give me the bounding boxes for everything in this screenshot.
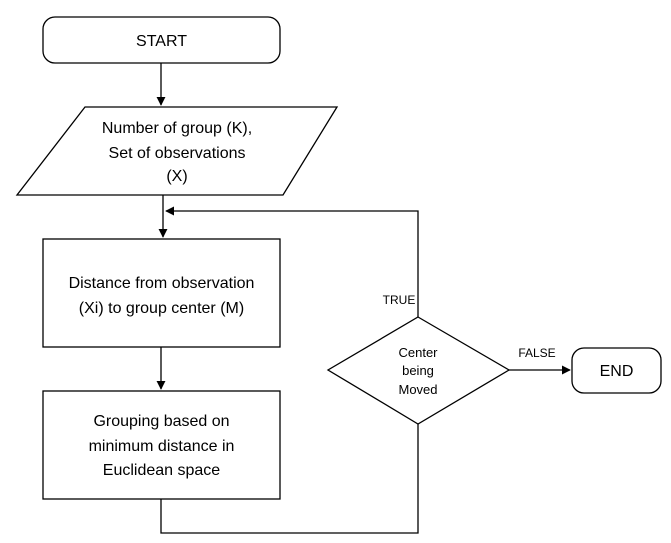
- arrow-true-loop-back: [165, 206, 419, 317]
- decision-diamond: Center being Moved: [326, 316, 511, 425]
- connector-grouping-to-decision: [160, 424, 419, 534]
- true-label: TRUE: [383, 293, 416, 307]
- decision-line-3: Moved: [398, 382, 437, 397]
- start-label: START: [136, 33, 187, 50]
- decision-line-2: being: [402, 363, 434, 378]
- false-label: FALSE: [518, 346, 555, 360]
- decision-line-1: Center: [398, 345, 438, 360]
- grouping-line-3: Euclidean space: [103, 462, 221, 479]
- distance-process-box: Distance from observation (Xi) to group …: [42, 238, 281, 348]
- input-line-1: Number of group (K),: [102, 120, 252, 137]
- input-line-2: Set of observations: [109, 145, 246, 162]
- distance-line-1: Distance from observation: [69, 275, 255, 292]
- input-parallelogram: Number of group (K), Set of observations…: [15, 106, 339, 196]
- start-terminator: START: [42, 16, 281, 64]
- end-label: END: [600, 363, 634, 380]
- grouping-line-1: Grouping based on: [93, 413, 229, 430]
- grouping-process-box: Grouping based on minimum distance in Eu…: [42, 390, 281, 500]
- end-terminator: END: [571, 347, 662, 394]
- grouping-line-2: minimum distance in: [89, 438, 235, 455]
- input-line-3: (X): [166, 168, 187, 185]
- distance-line-2: (Xi) to group center (M): [79, 300, 244, 317]
